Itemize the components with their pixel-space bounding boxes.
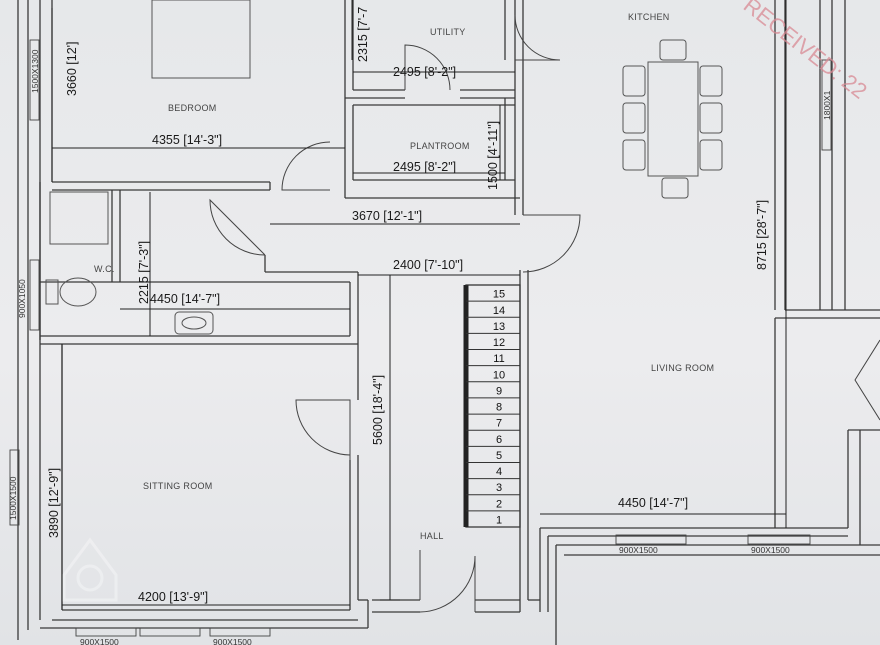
window-markers bbox=[9, 39, 832, 637]
dimension-lines bbox=[51, 0, 787, 610]
room-label-wc: W.C. bbox=[94, 264, 115, 274]
dim-hall-length: 5600 [18'-4"] bbox=[371, 375, 385, 445]
stair-number: 4 bbox=[496, 466, 502, 478]
dim-sitting-height: 3890 [12'-9"] bbox=[47, 468, 61, 538]
stair-number: 1 bbox=[496, 515, 502, 527]
sink bbox=[174, 311, 214, 335]
furniture bbox=[45, 0, 723, 335]
dim-living-width: 4450 [14'-7"] bbox=[618, 496, 688, 510]
stair-number: 10 bbox=[493, 369, 505, 381]
room-label-sitting: SITTING ROOM bbox=[143, 481, 213, 491]
window-label-sitting: 1500X1500 bbox=[8, 476, 18, 520]
stair-number: 9 bbox=[496, 385, 502, 397]
stair-number: 5 bbox=[496, 450, 502, 462]
window-label-living-b: 900X1500 bbox=[751, 545, 790, 555]
dining-table bbox=[647, 61, 699, 177]
dim-utility-width: 2495 [8'-2"] bbox=[393, 65, 456, 79]
stair-number: 14 bbox=[493, 305, 505, 317]
stair-number: 7 bbox=[496, 418, 502, 430]
window-label-sitting-bottom-a: 900X1500 bbox=[80, 637, 119, 645]
room-label-hall: HALL bbox=[420, 531, 444, 541]
stair-number: 2 bbox=[496, 498, 502, 510]
stair-number: 12 bbox=[493, 337, 505, 349]
dim-bedroom-height: 3660 [12'] bbox=[65, 41, 79, 96]
window-label-bedroom: 1500X1300 bbox=[30, 49, 40, 93]
dim-kitchen-length: 8715 [28'-7"] bbox=[755, 200, 769, 270]
room-label-kitchen: KITCHEN bbox=[628, 12, 670, 22]
dim-hall-width-top: 3670 [12'-1"] bbox=[352, 209, 422, 223]
dim-hall-width-stair: 2400 [7'-10"] bbox=[393, 258, 463, 272]
dimension-labels: 2315 [7'-7 2495 [8'-2"] 3660 [12'] 4355 … bbox=[47, 7, 769, 604]
stair-number: 6 bbox=[496, 434, 502, 446]
walls bbox=[17, 0, 880, 645]
door-swings bbox=[209, 14, 880, 613]
stair-number: 13 bbox=[493, 321, 505, 333]
room-labels: BEDROOM UTILITY KITCHEN PLANTROOM W.C. L… bbox=[94, 12, 714, 541]
room-label-plantroom: PLANTROOM bbox=[410, 141, 470, 151]
window-label-kitchen: 1800X1 bbox=[822, 90, 832, 120]
room-label-living: LIVING ROOM bbox=[651, 363, 714, 373]
room-label-utility: UTILITY bbox=[430, 27, 466, 37]
stair-number: 3 bbox=[496, 482, 502, 494]
dim-wc-height: 2215 [7'-3"] bbox=[137, 241, 151, 304]
shower-tray bbox=[49, 191, 109, 245]
toilet bbox=[59, 277, 97, 307]
stair-number: 11 bbox=[493, 353, 504, 365]
window-label-living-a: 900X1500 bbox=[619, 545, 658, 555]
dim-sitting-width: 4200 [13'-9"] bbox=[138, 590, 208, 604]
dim-bedroom-width: 4355 [14'-3"] bbox=[152, 133, 222, 147]
bed bbox=[151, 0, 251, 79]
watermark-logo bbox=[62, 537, 118, 602]
dim-plantroom-height: 1500 [4'-11"] bbox=[486, 121, 500, 190]
window-label-wc: 900X1050 bbox=[17, 279, 27, 318]
room-label-bedroom: BEDROOM bbox=[168, 103, 217, 113]
dim-utility-top: 2315 [7'-7 bbox=[356, 7, 370, 62]
window-label-sitting-bottom-b: 900X1500 bbox=[213, 637, 252, 645]
received-stamp: RECEIVED: 22 bbox=[739, 0, 872, 104]
window-labels: 1500X1300 1800X1 900X1050 1500X1500 900X… bbox=[8, 49, 832, 645]
stair-number: 15 bbox=[493, 289, 505, 301]
stair-number: 8 bbox=[496, 402, 502, 414]
dim-wc-width: 4450 [14'-7"] bbox=[150, 292, 220, 306]
dim-plantroom-width: 2495 [8'-2"] bbox=[393, 160, 456, 174]
